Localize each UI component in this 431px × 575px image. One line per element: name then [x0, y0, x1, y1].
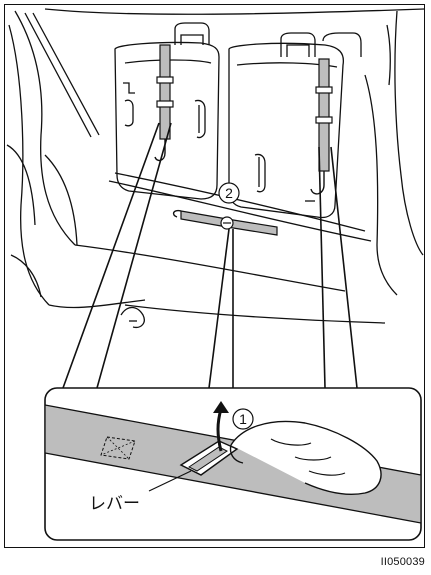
callout-2: 2	[219, 183, 239, 203]
right-strap	[311, 59, 332, 194]
magnifier-lines	[63, 123, 357, 388]
illustration: 1 2 レバー	[5, 5, 425, 548]
figure-code: II050039	[381, 556, 425, 568]
vehicle-interior	[7, 9, 425, 327]
callout-2-label: 2	[225, 185, 233, 201]
right-seat-back	[229, 33, 361, 218]
figure-frame: 1 2 レバー	[4, 4, 425, 548]
lever-label: レバー	[89, 494, 140, 513]
floor-strap	[174, 211, 277, 235]
callout-1-label: 1	[239, 411, 247, 427]
detail-box	[45, 388, 421, 540]
callout-1: 1	[233, 409, 253, 429]
left-strap	[155, 45, 173, 160]
